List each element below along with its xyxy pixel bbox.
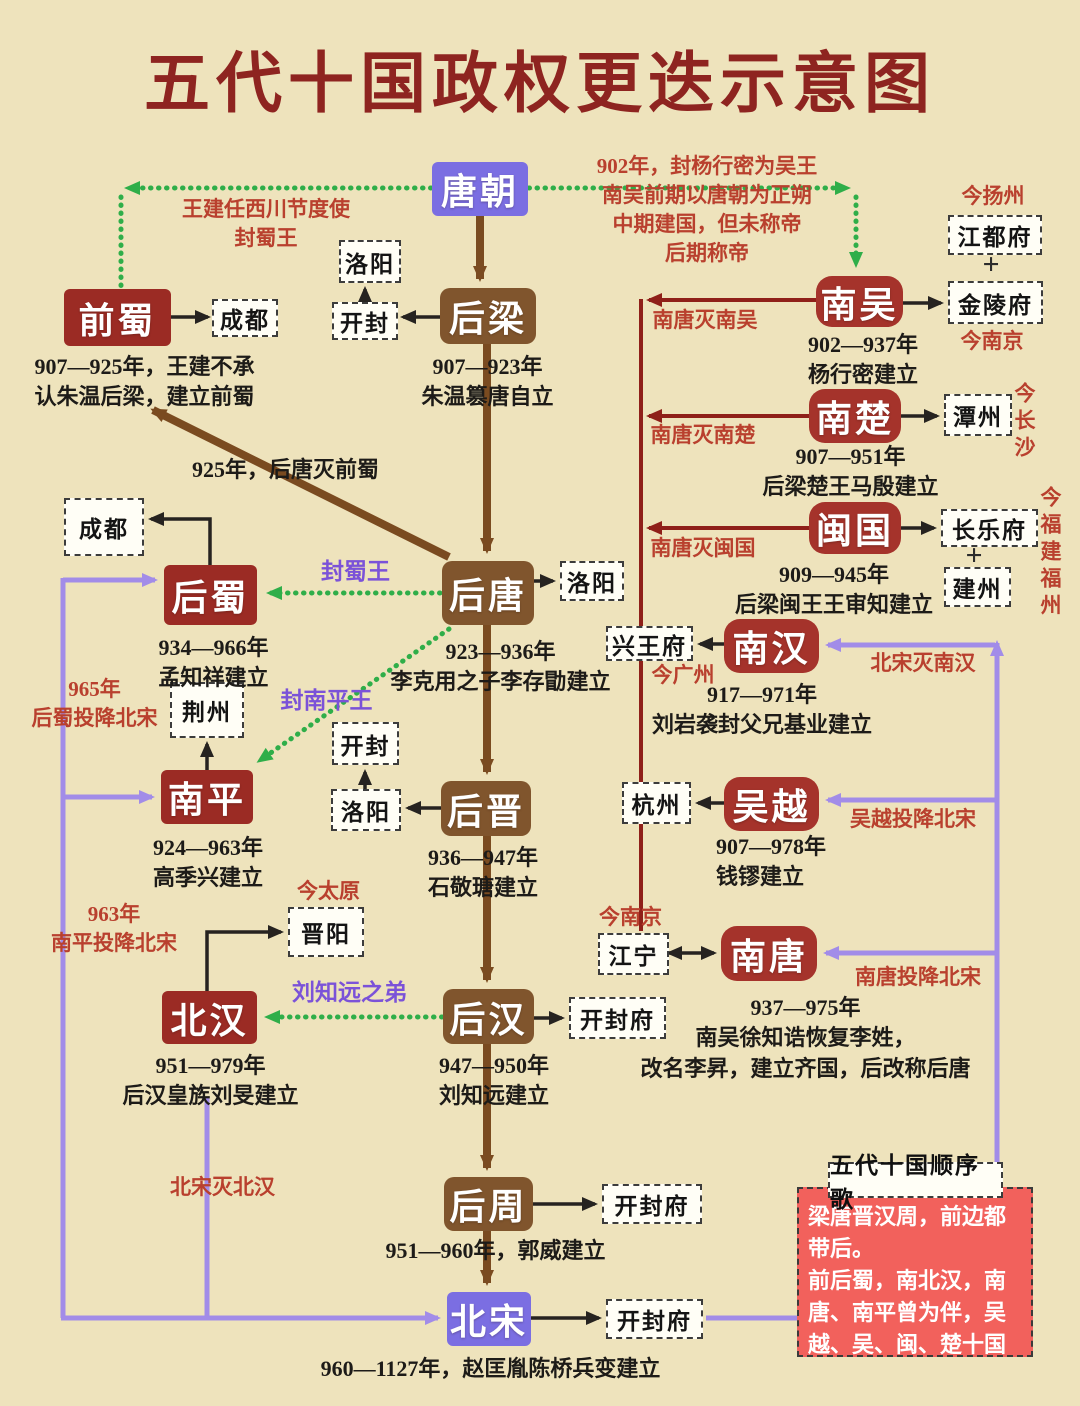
box-hou-liang: 后梁 xyxy=(440,288,536,344)
rhyme-line: 前后蜀，南北汉，南 xyxy=(808,1268,1007,1294)
edge-green-34 xyxy=(256,626,452,764)
note-yangxingmi-note: 902年，封杨行密为吴王南吴前期以唐朝为正朔中期建国，但未称帝后期称帝 xyxy=(596,154,818,265)
note-nanwu-caption: 902—937年杨行密建立 xyxy=(807,332,918,388)
note-houshu-caption: 934—966年孟知祥建立 xyxy=(158,635,269,691)
rhyme-lines: 梁唐晋汉周，前边都带后。前后蜀，南北汉，南唐、南平曾为伴，吴越、吴、闽、楚十国 xyxy=(808,1201,1022,1362)
capital-luoyang-2: 洛阳 xyxy=(331,789,401,831)
box-wu-yue: 吴越 xyxy=(724,777,819,831)
rhyme-line: 梁唐晋汉周，前边都 xyxy=(808,1204,1007,1229)
rhyme-line: 唐、南平曾为伴，吴 xyxy=(808,1300,1007,1326)
box-bei-han: 北汉 xyxy=(162,991,257,1044)
edge-black-3 xyxy=(148,512,212,565)
rhyme-line: 越、吴、闽、楚十国 xyxy=(808,1332,1007,1358)
note-now-nanjing-2: 今南京 xyxy=(599,905,662,929)
note-beisong-destroys-nanhan: 北宋灭南汉 xyxy=(870,651,976,675)
page-title: 五代十国政权更迭示意图 xyxy=(144,48,936,121)
capital-luoyang-houtang: 洛阳 xyxy=(560,561,624,601)
box-hou-han: 后汉 xyxy=(443,989,534,1044)
note-wuyue-surrenders: 吴越投降北宋 xyxy=(850,807,976,831)
note-beisong-caption: 960—1127年，赵匡胤陈桥兵变建立 xyxy=(320,1356,661,1381)
note-beihan-caption: 951—979年后汉皇族刘旻建立 xyxy=(122,1053,299,1109)
edge-brown-24 xyxy=(150,406,451,561)
capital-kaifengfu-1: 开封府 xyxy=(569,997,666,1039)
note-now-yangzhou: 今扬州 xyxy=(961,184,1025,208)
note-beisong-destroys-beihan: 北宋灭北汉 xyxy=(170,1175,275,1199)
note-houjin-caption: 936—947年石敬瑭建立 xyxy=(427,845,538,901)
capital-kaifeng-2: 开封 xyxy=(332,722,399,765)
box-nan-wu: 南吴 xyxy=(816,276,903,327)
note-wangjian-note: 王建任西川节度使封蜀王 xyxy=(182,197,350,250)
capital-jinyang: 晋阳 xyxy=(288,907,364,957)
note-houtang-destroys-qianshu: 925年，后唐灭前蜀 xyxy=(191,457,379,482)
box-min-guo: 闽国 xyxy=(809,502,901,554)
box-qian-shu: 前蜀 xyxy=(64,289,171,346)
note-feng-nanping-wang: 封南平王 xyxy=(280,688,373,713)
box-hou-jin: 后晋 xyxy=(441,781,531,836)
note-now-taiyuan: 今太原 xyxy=(297,879,360,903)
rhyme-header: 五代十国顺序歌 xyxy=(828,1153,1003,1212)
plus-jiangdufu-jinlingfu: + xyxy=(982,248,1000,281)
note-houliang-caption: 907—923年朱温篡唐自立 xyxy=(421,354,554,410)
box-nan-tang: 南唐 xyxy=(721,926,817,981)
note-nantang-destroys-nanchu: 南唐灭南楚 xyxy=(650,423,756,447)
box-nan-ping: 南平 xyxy=(161,770,253,824)
note-nantang-destroys-minguo: 南唐灭闽国 xyxy=(650,536,756,560)
note-wuyue-caption: 907—978年钱镠建立 xyxy=(716,834,827,890)
capital-xingwangfu: 兴王府 xyxy=(606,626,693,661)
box-hou-shu: 后蜀 xyxy=(164,565,257,625)
note-nantang-surrenders: 南唐投降北宋 xyxy=(855,965,981,989)
note-minguo-caption: 909—945年后梁闽王王审知建立 xyxy=(734,562,933,618)
note-houzhou-caption: 951—960年，郭威建立 xyxy=(385,1238,606,1263)
capital-jianzhou: 建州 xyxy=(944,567,1011,607)
box-tang-dynasty: 唐朝 xyxy=(432,162,528,216)
plus-changlefu-jianzhou: + xyxy=(965,539,983,572)
note-nanping-surrenders: 963年南平投降北宋 xyxy=(51,902,177,955)
note-nantang-destroys-nanwu: 南唐灭南吴 xyxy=(652,308,758,332)
capital-tanzhou: 潭州 xyxy=(944,394,1012,436)
capital-jingzhou: 荆州 xyxy=(170,682,244,738)
note-qianshu-caption: 907—925年，王建不承认朱温后梁，建立前蜀 xyxy=(34,354,255,410)
capital-chengdu-2: 成都 xyxy=(64,498,144,556)
note-now-nanjing-1: 今南京 xyxy=(960,329,1024,353)
note-nanchu-caption: 907—951年后梁楚王马殷建立 xyxy=(762,444,939,500)
capital-hangzhou: 杭州 xyxy=(622,782,691,824)
capital-kaifeng-1: 开封 xyxy=(332,302,398,340)
capital-luoyang-1: 洛阳 xyxy=(339,240,401,283)
box-hou-tang: 后唐 xyxy=(442,561,534,625)
edge-black-15 xyxy=(205,925,284,991)
box-nan-chu: 南楚 xyxy=(809,389,901,443)
note-nanhan-caption: 917—971年刘岩袭封父兄基业建立 xyxy=(651,682,872,738)
note-houhan-caption: 947—950年刘知远建立 xyxy=(438,1053,549,1109)
capital-changlefu: 长乐府 xyxy=(941,509,1038,547)
box-bei-song: 北宋 xyxy=(447,1292,531,1346)
note-now-fujian-fuzhou: 今福建福州 xyxy=(1038,486,1062,621)
capital-jiangdufu: 江都府 xyxy=(948,215,1042,255)
note-nanping-caption: 924—963年高季兴建立 xyxy=(152,835,263,891)
note-now-guangzhou: 今广州 xyxy=(651,663,715,687)
note-feng-shu-wang: 封蜀王 xyxy=(321,559,390,584)
capital-kaifengfu-3: 开封府 xyxy=(606,1299,703,1339)
box-nan-han: 南汉 xyxy=(724,619,819,673)
note-houshu-surrenders: 965年后蜀投降北宋 xyxy=(31,677,158,730)
box-hou-zhou: 后周 xyxy=(444,1177,533,1231)
note-liuzhiyuan-brother: 刘知远之弟 xyxy=(292,980,407,1005)
capital-jiangning: 江宁 xyxy=(598,933,669,975)
rhyme-box: 梁唐晋汉周，前边都带后。前后蜀，南北汉，南唐、南平曾为伴，吴越、吴、闽、楚十国 xyxy=(797,1187,1033,1357)
capital-kaifengfu-2: 开封府 xyxy=(602,1184,702,1224)
note-houtang-caption: 923—936年李克用之子李存勖建立 xyxy=(390,639,611,695)
rhyme-line: 带后。 xyxy=(808,1236,875,1262)
note-nantang-caption: 937—975年南吴徐知诰恢复李姓，改名李昇，建立齐国，后改称后唐 xyxy=(640,995,971,1081)
capital-chengdu-1: 成都 xyxy=(212,299,278,337)
capital-jinlingfu: 金陵府 xyxy=(948,281,1043,324)
note-now-changsha: 今长沙 xyxy=(1012,382,1036,463)
